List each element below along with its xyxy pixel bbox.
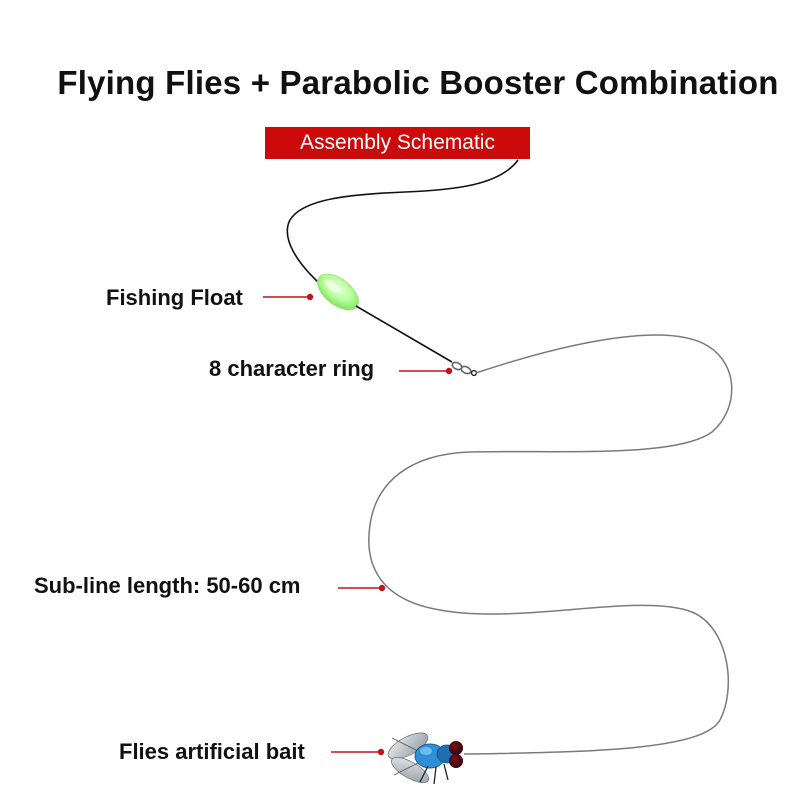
float-line: [355, 305, 453, 363]
ring-pointer: [399, 367, 453, 375]
fishing-float-icon: [317, 273, 359, 311]
fly-bait-icon: [387, 732, 470, 785]
subline-label: Sub-line length: 50-60 cm: [34, 573, 301, 598]
bait-label: Flies artificial bait: [119, 739, 305, 764]
float-pointer: [263, 293, 314, 301]
page-title: Flying Flies + Parabolic Booster Combina…: [57, 64, 779, 101]
float-label: Fishing Float: [106, 285, 243, 310]
subline-pointer: [338, 584, 386, 592]
main-line: [286, 159, 519, 283]
swivel-ring-icon: [451, 361, 478, 377]
schematic-banner: Assembly Schematic: [265, 127, 530, 159]
sub-line: [368, 334, 733, 755]
ring-label: 8 character ring: [209, 356, 375, 381]
bait-pointer: [331, 748, 385, 756]
